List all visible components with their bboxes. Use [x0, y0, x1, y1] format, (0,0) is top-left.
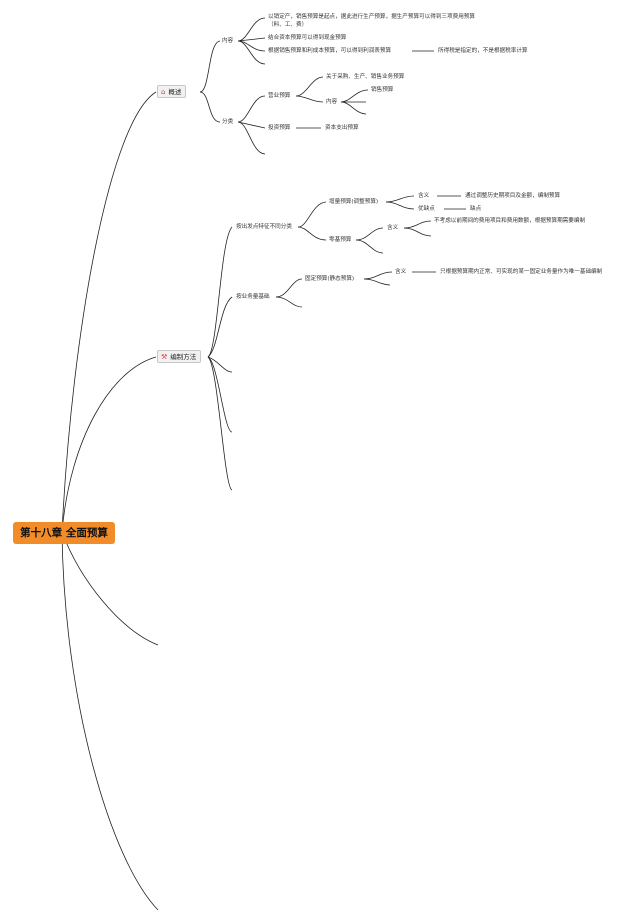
topic-by-business-volume[interactable]: 按业务量基础 — [236, 294, 270, 300]
topic-operating-budget[interactable]: 营业预算 — [268, 93, 291, 99]
topic-incremental-meaning-note[interactable]: 通过调整历史期项目及金额，编制预算 — [465, 193, 561, 199]
connector-root-methods — [61, 356, 157, 533]
topic-fixed-budget[interactable]: 固定预算(静态预算) — [305, 276, 355, 282]
topic-zero-based-meaning[interactable]: 含义 — [387, 225, 399, 231]
connector-root-empty-1 — [61, 531, 159, 646]
topic-content-item-2[interactable]: 结合资本预算可以得到现金预算 — [268, 35, 347, 41]
topic-by-starting-point[interactable]: 按出发点特征不同分类 — [236, 224, 292, 230]
root-topic[interactable]: 第十八章 全面预算 — [13, 522, 115, 544]
topic-content-item-1[interactable]: 以销定产，销售预算是起点，据此进行生产预算，据生产预算可以得到三项费用预算（料、… — [268, 14, 475, 28]
topic-capital-expenditure-budget[interactable]: 资本支出预算 — [325, 125, 359, 131]
branch-methods[interactable]: ⚒编制方法 — [157, 350, 202, 363]
topic-zero-based-budget[interactable]: 零基预算 — [329, 237, 352, 243]
topic-content-item-3[interactable]: 根据销售预算和利成本预算，可以得到利润表预算 — [268, 48, 392, 54]
topic-content-item-3-note[interactable]: 所得税是指定的，不是根据税率计算 — [438, 48, 528, 54]
branch-overview-label: 概述 — [168, 88, 182, 96]
topic-classification[interactable]: 分类 — [222, 119, 234, 125]
topic-sales-budget[interactable]: 销售预算 — [371, 87, 394, 93]
connector-root-overview — [61, 91, 157, 533]
topic-operating-budget-content[interactable]: 内容 — [326, 99, 338, 105]
tools-icon: ⚒ — [161, 353, 168, 361]
topic-incremental-cons[interactable]: 缺点 — [470, 206, 482, 212]
topic-operating-budget-scope[interactable]: 关于采购、生产、销售业务预算 — [326, 74, 405, 80]
branch-methods-label: 编制方法 — [170, 353, 197, 361]
topic-incremental-pros-cons[interactable]: 优缺点 — [418, 206, 435, 212]
branch-overview[interactable]: ⌂概述 — [157, 85, 187, 98]
topic-fixed-meaning-note[interactable]: 只根据预算期内正常、可实现的某一固定业务量作为唯一基础编制 — [440, 269, 603, 275]
house-icon: ⌂ — [161, 88, 166, 96]
topic-fixed-meaning[interactable]: 含义 — [395, 269, 407, 275]
topic-incremental-meaning[interactable]: 含义 — [418, 193, 430, 199]
topic-investment-budget[interactable]: 投资预算 — [268, 125, 291, 131]
topic-zero-based-meaning-note[interactable]: 不考虑以前期间的费用项目和费用数额，根据预算期需要编制 — [434, 218, 586, 224]
connector-root-empty-2 — [61, 531, 159, 911]
topic-incremental-budget[interactable]: 增量预算(调整预算) — [329, 199, 379, 205]
topic-content[interactable]: 内容 — [222, 38, 234, 44]
